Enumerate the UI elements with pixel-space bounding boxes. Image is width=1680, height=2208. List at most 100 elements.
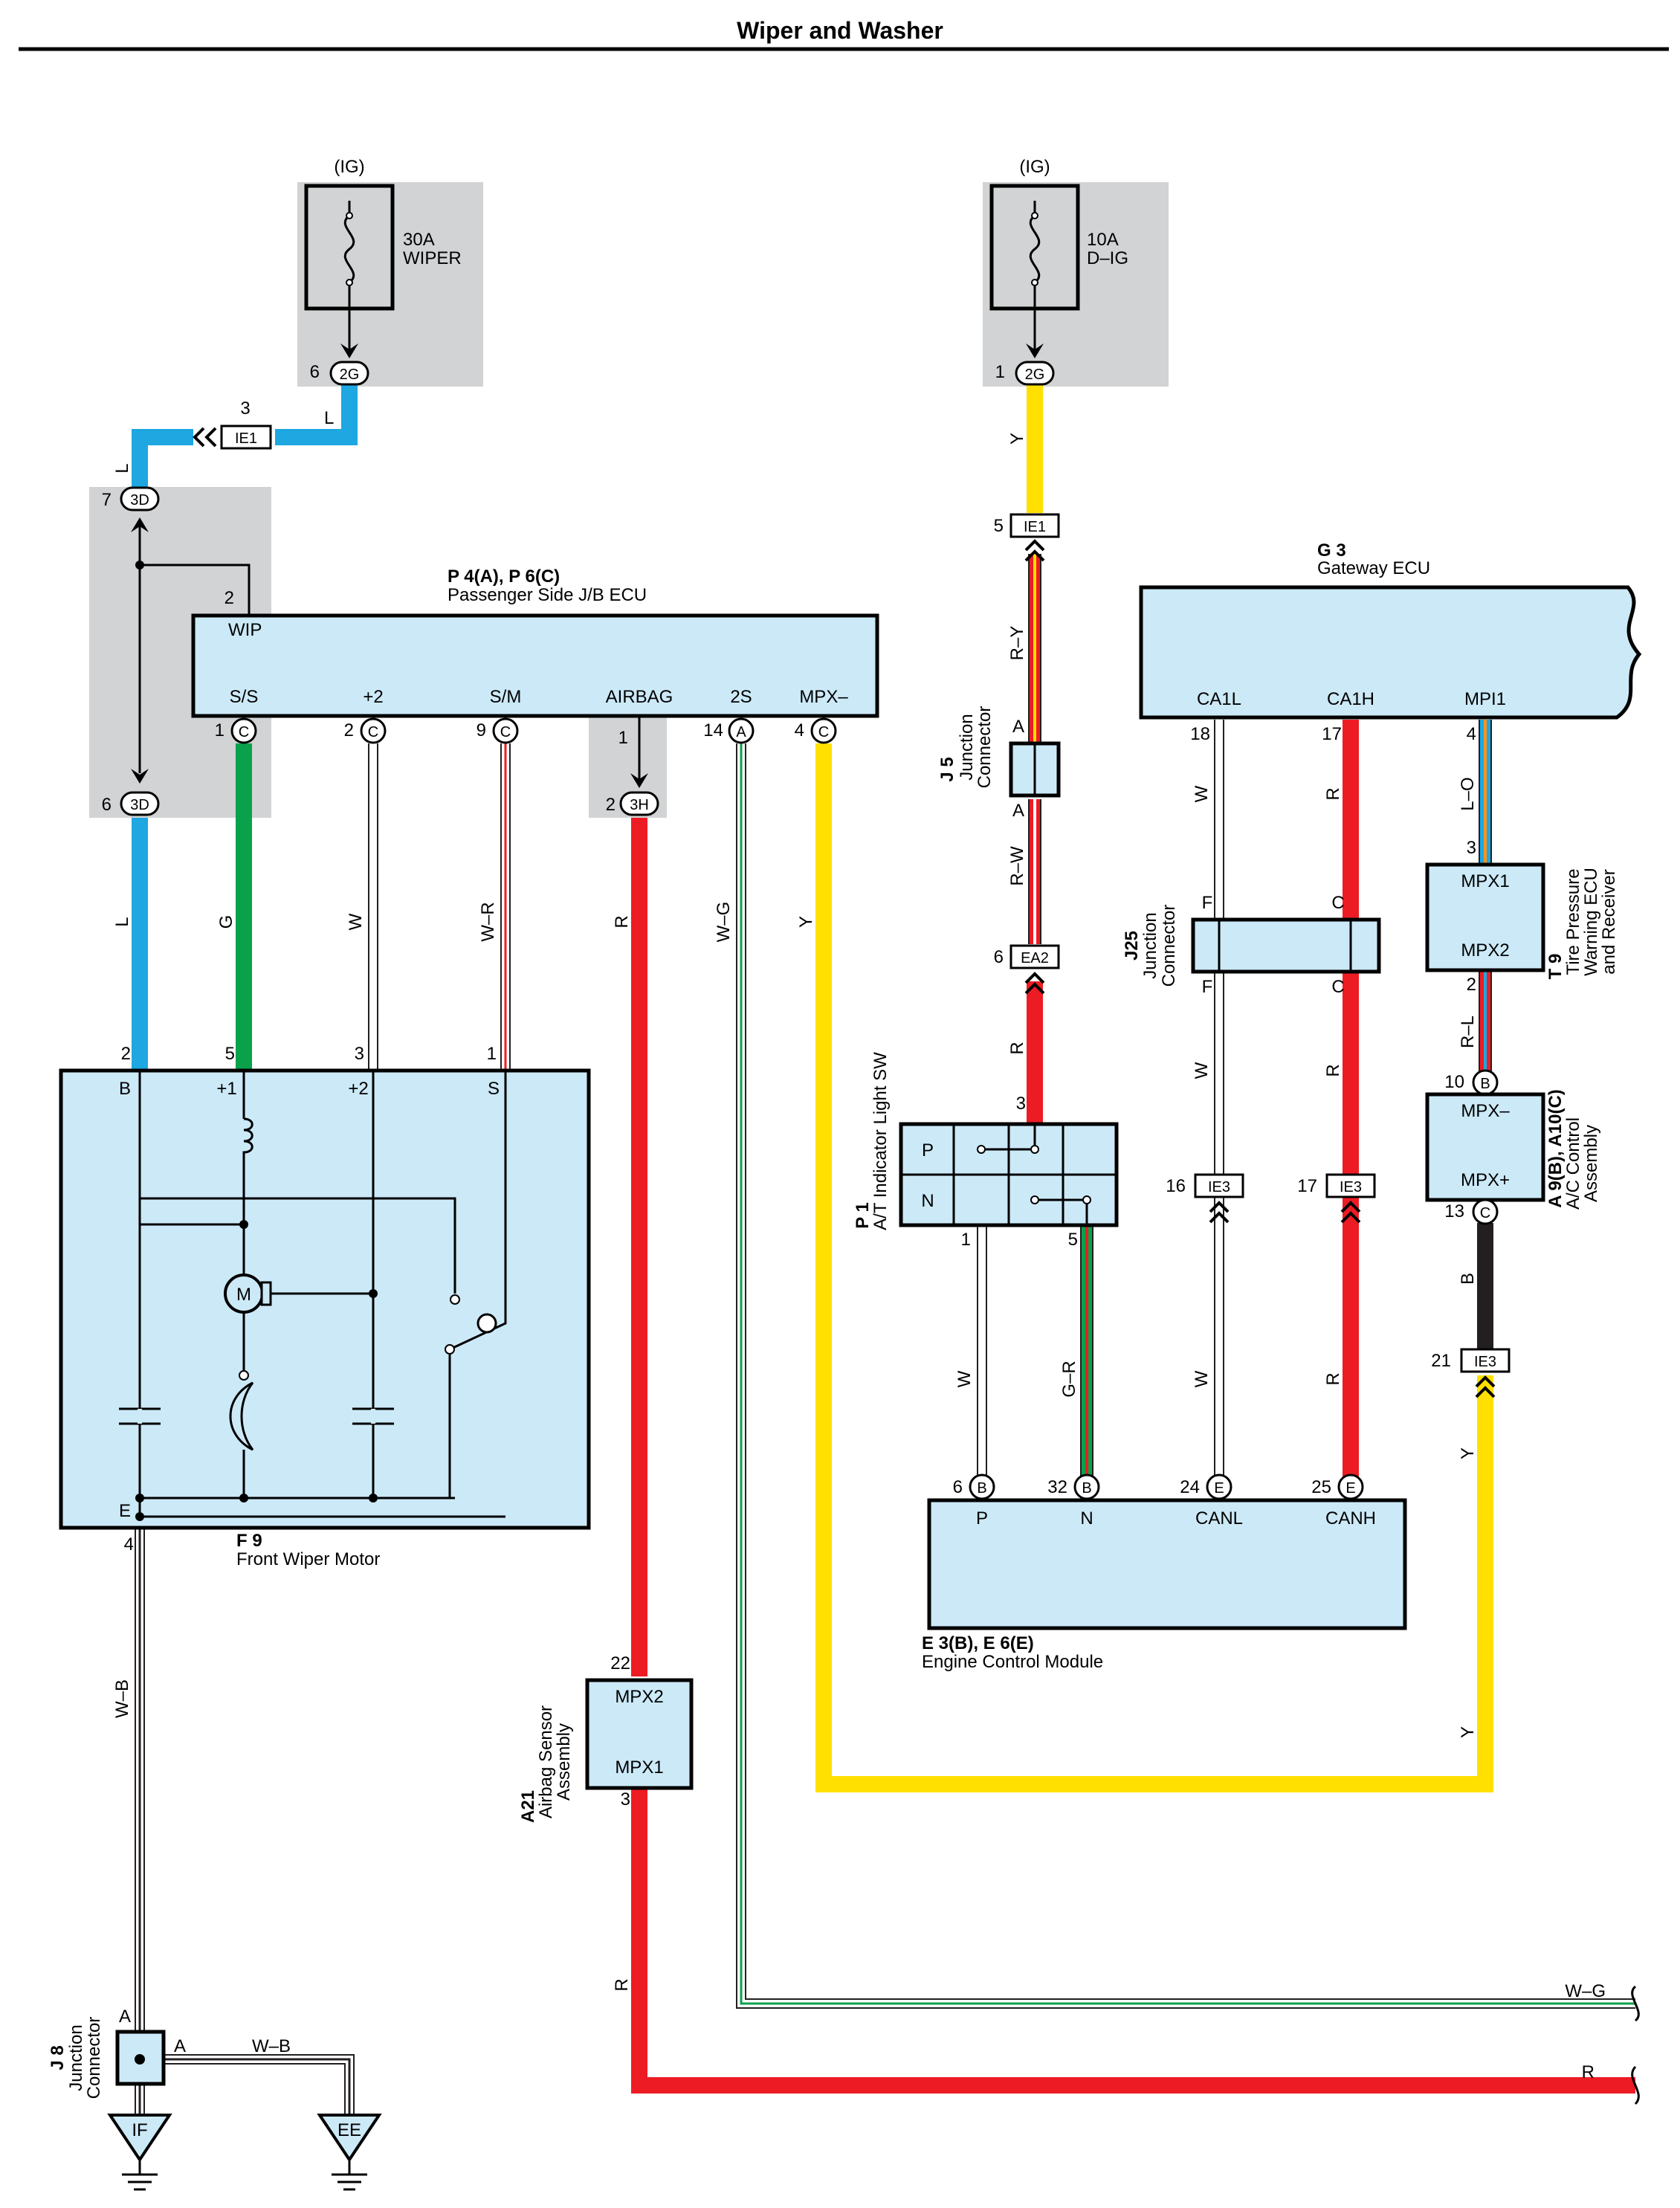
junction-3d: 7 3D 2 6 3D xyxy=(102,486,251,816)
svg-text:CANL: CANL xyxy=(1195,1508,1243,1529)
junction-3h: 1 2 3H xyxy=(606,716,659,816)
svg-text:C: C xyxy=(500,724,511,740)
connector-3d-top xyxy=(120,486,160,511)
svg-text:24: 24 xyxy=(1180,1477,1200,1497)
svg-text:W: W xyxy=(346,913,366,930)
svg-text:Junction: Junction xyxy=(1140,912,1160,978)
svg-text:F: F xyxy=(1202,893,1213,913)
svg-text:1: 1 xyxy=(961,1230,971,1250)
ground-triangle-icon xyxy=(107,2114,172,2163)
svg-text:6: 6 xyxy=(953,1477,963,1497)
svg-text:5: 5 xyxy=(225,1044,235,1064)
jb-ecu-box xyxy=(191,613,879,718)
svg-text:6: 6 xyxy=(994,947,1004,967)
fuse-dig: (IG) 10A D–IG 1 2G xyxy=(989,157,1128,386)
svg-text:W: W xyxy=(1192,1062,1212,1079)
junction-j8: A A W–B J 8 Junction Connector xyxy=(48,2007,291,2099)
svg-text:16: 16 xyxy=(1166,1176,1186,1196)
svg-text:R: R xyxy=(612,915,632,928)
svg-text:IE1: IE1 xyxy=(235,430,257,447)
pin-ss xyxy=(230,717,257,744)
fuse-dig-rating: 10A xyxy=(1087,230,1119,250)
arrow-up-icon xyxy=(131,517,149,532)
svg-text:S/M: S/M xyxy=(490,687,522,707)
airbag-sensor: 22 MPX2 MPX1 3 A21 Airbag Sensor Assembl… xyxy=(518,1653,694,1992)
svg-text:IE3: IE3 xyxy=(1208,1179,1230,1195)
svg-text:W–B: W–B xyxy=(112,1679,132,1718)
page-title: Wiper and Washer xyxy=(737,17,943,44)
fuse-dig-pin: 1 xyxy=(995,362,1005,382)
svg-text:L: L xyxy=(112,917,132,926)
fuse-wiper: (IG) 30A WIPER 6 2G xyxy=(304,157,462,386)
arrow-down-icon xyxy=(630,773,648,788)
break-icon xyxy=(1631,1985,1640,2022)
svg-text:3: 3 xyxy=(1016,1094,1026,1114)
svg-text:3D: 3D xyxy=(130,492,149,509)
svg-text:N: N xyxy=(1080,1508,1093,1529)
svg-text:3: 3 xyxy=(621,1789,630,1810)
svg-text:2S: 2S xyxy=(730,687,752,707)
pin-2s xyxy=(728,717,755,744)
svg-text:T 9: T 9 xyxy=(1545,954,1566,980)
svg-text:14: 14 xyxy=(703,720,723,740)
wiper-motor-circuit xyxy=(119,1071,507,1518)
junction-ie1-right: 5 IE1 xyxy=(994,513,1060,562)
svg-text:N: N xyxy=(921,1191,934,1211)
svg-text:L–O: L–O xyxy=(1458,777,1478,810)
gateway-box xyxy=(1139,585,1642,720)
svg-text:9: 9 xyxy=(476,720,486,740)
svg-text:AIRBAG: AIRBAG xyxy=(606,687,673,707)
jb-ecu-wip: WIP xyxy=(228,620,262,640)
svg-text:B: B xyxy=(1082,1480,1091,1497)
svg-text:A/C Control: A/C Control xyxy=(1563,1117,1583,1210)
wire-wb2 xyxy=(164,2056,353,2115)
engine-control-module: 6 B 32 B 24 E 25 E P N CANL CANH E 3(B),… xyxy=(922,1473,1407,1672)
svg-text:Connector: Connector xyxy=(975,706,995,789)
svg-text:A: A xyxy=(174,2036,186,2056)
connector-chevron-icon xyxy=(193,427,217,448)
fuse-dig-name: D–IG xyxy=(1087,248,1128,268)
svg-text:W–B: W–B xyxy=(252,2036,291,2056)
ground-icon xyxy=(332,2173,367,2191)
svg-text:S: S xyxy=(488,1079,500,1099)
arrow-down-icon xyxy=(131,769,149,784)
ground-if: IF xyxy=(107,2114,172,2191)
connector-chevron-icon xyxy=(1340,1201,1361,1224)
svg-text:A: A xyxy=(736,724,746,740)
ptc-breaker-icon xyxy=(229,1381,254,1451)
svg-text:2G: 2G xyxy=(340,367,360,383)
svg-text:3: 3 xyxy=(240,398,250,419)
svg-text:W: W xyxy=(1192,1370,1212,1387)
svg-text:2: 2 xyxy=(344,720,354,740)
junction-ea2: 6 EA2 xyxy=(994,944,1060,995)
junction-j5: A A J 5 Junction Connector xyxy=(937,706,1061,821)
svg-text:1: 1 xyxy=(487,1044,497,1064)
break-icon xyxy=(1631,2065,1640,2105)
svg-text:C: C xyxy=(1331,977,1344,997)
wiper-motor-box xyxy=(59,1068,591,1530)
at-indicator-switch: 3 P N 1 5 P 1 A/T Indicator Light SW xyxy=(853,1052,1119,1250)
junction-ie3-b: 17 IE3 xyxy=(1297,1173,1376,1224)
connector-ie3-a xyxy=(1194,1173,1244,1198)
fuse-dig-icon xyxy=(1029,201,1041,309)
svg-text:17: 17 xyxy=(1297,1176,1317,1196)
svg-text:Airbag Sensor: Airbag Sensor xyxy=(536,1705,556,1818)
svg-text:4: 4 xyxy=(1467,724,1476,744)
jb-ecu: P 4(A), P 6(C) Passenger Side J/B ECU WI… xyxy=(191,566,879,744)
svg-text:IE1: IE1 xyxy=(1024,519,1046,535)
svg-text:MPX–: MPX– xyxy=(1461,1101,1510,1121)
wire-r-out xyxy=(631,1788,1635,2094)
svg-text:W–G: W–G xyxy=(1565,1981,1606,2001)
svg-text:2G: 2G xyxy=(1025,367,1045,383)
svg-text:R–L: R–L xyxy=(1458,1016,1478,1048)
svg-text:3D: 3D xyxy=(130,797,149,813)
svg-text:Y: Y xyxy=(796,916,816,928)
connector-ie1-left xyxy=(220,425,272,450)
airbag-box xyxy=(585,1678,694,1790)
svg-text:Engine Control Module: Engine Control Module xyxy=(922,1652,1103,1672)
svg-text:W: W xyxy=(954,1370,975,1387)
svg-text:Connector: Connector xyxy=(84,2017,104,2099)
svg-text:C: C xyxy=(1480,1205,1490,1221)
svg-text:2: 2 xyxy=(1467,975,1476,995)
svg-text:2: 2 xyxy=(121,1044,131,1064)
